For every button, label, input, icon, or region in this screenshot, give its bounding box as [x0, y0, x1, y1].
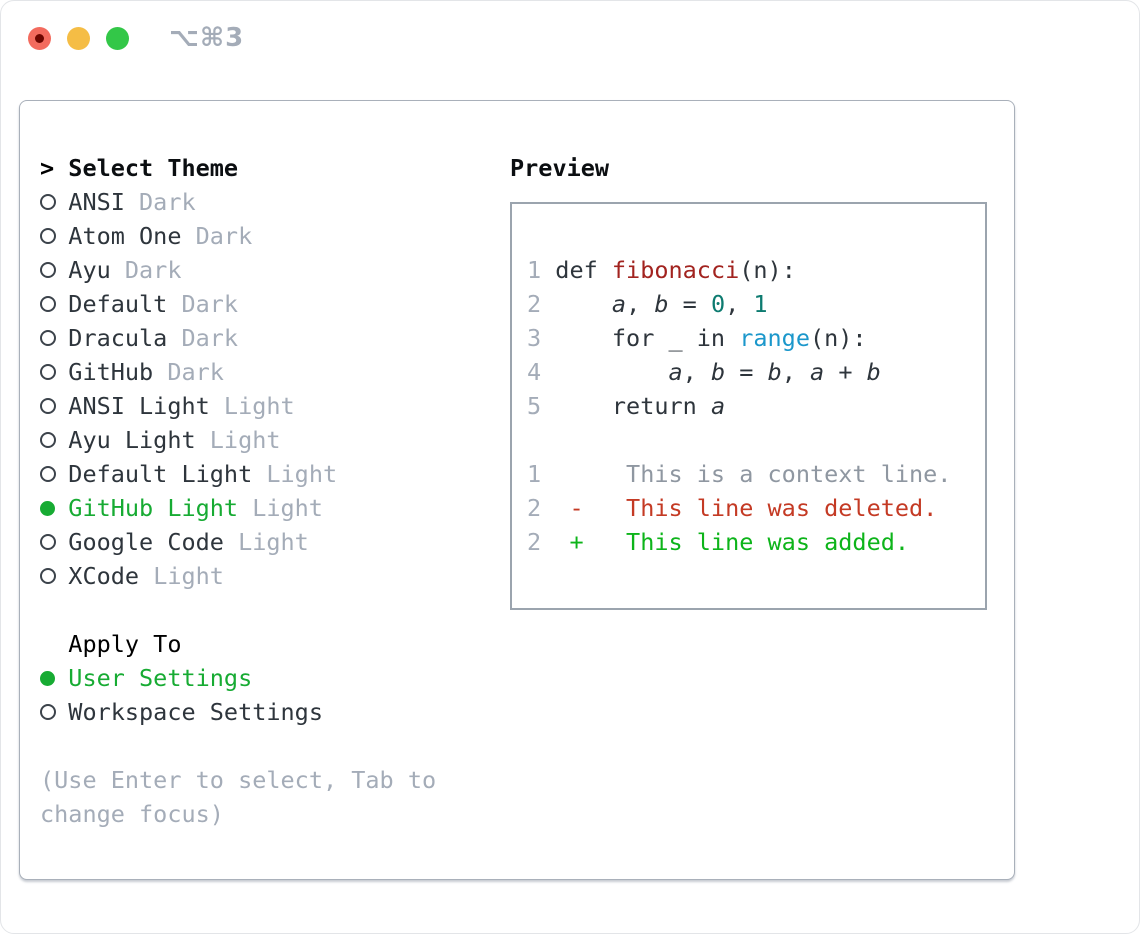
- hint-line-2: change focus): [40, 800, 224, 828]
- focus-arrow-icon: >: [40, 154, 55, 182]
- radio-selected-icon: [40, 670, 68, 686]
- theme-option-dracula-dark[interactable]: Dracula Dark: [40, 321, 337, 355]
- theme-variant: Dark: [181, 324, 239, 352]
- code-preview: 1 def fibonacci(n): 2 a, b = 0, 1 3 for …: [527, 253, 985, 559]
- theme-option-ayu-light[interactable]: Ayu Light Light: [40, 423, 337, 457]
- hint-line-1: (Use Enter to select, Tab to: [40, 766, 437, 794]
- keyboard-hint: (Use Enter to select, Tab to change focu…: [40, 763, 436, 831]
- theme-name: Atom One: [68, 222, 182, 250]
- theme-option-ayu-dark[interactable]: Ayu Dark: [40, 253, 337, 287]
- diff-context-line: 1 This is a context line.: [527, 460, 952, 488]
- theme-option-atom-one-dark[interactable]: Atom One Dark: [40, 219, 337, 253]
- radio-icon: [40, 262, 68, 278]
- radio-icon: [40, 228, 68, 244]
- theme-variant: Light: [209, 426, 281, 454]
- theme-name: Dracula: [68, 324, 168, 352]
- theme-variant: Dark: [195, 222, 253, 250]
- theme-variant: Dark: [167, 358, 224, 386]
- radio-selected-icon: [40, 500, 68, 516]
- zoom-button[interactable]: [106, 27, 129, 50]
- theme-name: ANSI: [68, 188, 125, 216]
- radio-icon: [40, 534, 68, 550]
- radio-icon: [40, 432, 68, 448]
- code-line: 4 a, b = b, a + b: [527, 358, 881, 386]
- theme-option-default-light[interactable]: Default Light Light: [40, 457, 337, 491]
- titlebar: ⌥⌘3: [1, 1, 1139, 75]
- blank-line: [527, 423, 985, 457]
- minimize-button[interactable]: [67, 27, 90, 50]
- radio-icon: [40, 194, 68, 210]
- theme-variant: Light: [223, 392, 295, 420]
- theme-name: Google Code: [68, 528, 224, 556]
- code-line: 1 def fibonacci(n):: [527, 256, 796, 284]
- code-line: 3 for _ in range(n):: [527, 324, 867, 352]
- apply-to-label: Apply To: [68, 630, 182, 658]
- theme-variant: Light: [266, 460, 338, 488]
- radio-icon: [40, 704, 68, 720]
- radio-icon: [40, 364, 68, 380]
- apply-option-workspace-settings[interactable]: Workspace Settings: [40, 695, 323, 729]
- diff-added-line: 2 + This line was added.: [527, 528, 910, 556]
- code-line: 2 a, b = 0, 1: [527, 290, 768, 318]
- theme-variant: Light: [252, 494, 323, 522]
- theme-variant: Light: [238, 528, 309, 556]
- code-line: 5 return a: [527, 392, 726, 420]
- select-theme-label: Select Theme: [68, 154, 239, 182]
- apply-to-header: Apply To: [40, 627, 323, 661]
- theme-variant: Dark: [124, 256, 182, 284]
- theme-variant: Light: [153, 562, 224, 590]
- radio-icon: [40, 568, 68, 584]
- radio-icon: [40, 398, 68, 414]
- apply-option-label: User Settings: [68, 664, 253, 692]
- close-dot-icon: [35, 34, 44, 43]
- diff-deleted-line: 2 - This line was deleted.: [527, 494, 938, 522]
- theme-name: ANSI Light: [68, 392, 210, 420]
- radio-icon: [40, 296, 68, 312]
- theme-name: GitHub: [68, 358, 154, 386]
- theme-name: Default Light: [68, 460, 253, 488]
- theme-option-github-light[interactable]: GitHub Light Light: [40, 491, 337, 525]
- theme-option-xcode-light[interactable]: XCode Light: [40, 559, 337, 593]
- theme-option-default-dark[interactable]: Default Dark: [40, 287, 337, 321]
- theme-option-ansi-light[interactable]: ANSI Light Light: [40, 389, 337, 423]
- theme-name: Default: [68, 290, 168, 318]
- theme-variant: Dark: [181, 290, 239, 318]
- preview-header: Preview: [510, 154, 610, 182]
- window-title: ⌥⌘3: [169, 23, 245, 53]
- theme-name: GitHub Light: [68, 494, 239, 522]
- close-button[interactable]: [28, 27, 51, 50]
- select-theme-header: > Select Theme: [40, 151, 337, 185]
- apply-to-section: Apply To User Settings Workspace Setting…: [40, 627, 323, 729]
- theme-variant: Dark: [139, 188, 196, 216]
- apply-option-user-settings[interactable]: User Settings: [40, 661, 323, 695]
- theme-option-google-code-light[interactable]: Google Code Light: [40, 525, 337, 559]
- theme-name: Ayu Light: [68, 426, 196, 454]
- theme-option-github-dark[interactable]: GitHub Dark: [40, 355, 337, 389]
- theme-option-ansi-dark[interactable]: ANSI Dark: [40, 185, 337, 219]
- preview-box: 1 def fibonacci(n): 2 a, b = 0, 1 3 for …: [510, 202, 987, 610]
- apply-option-label: Workspace Settings: [68, 698, 323, 726]
- radio-icon: [40, 330, 68, 346]
- theme-name: Ayu: [68, 256, 111, 284]
- radio-icon: [40, 466, 68, 482]
- theme-name: XCode: [68, 562, 140, 590]
